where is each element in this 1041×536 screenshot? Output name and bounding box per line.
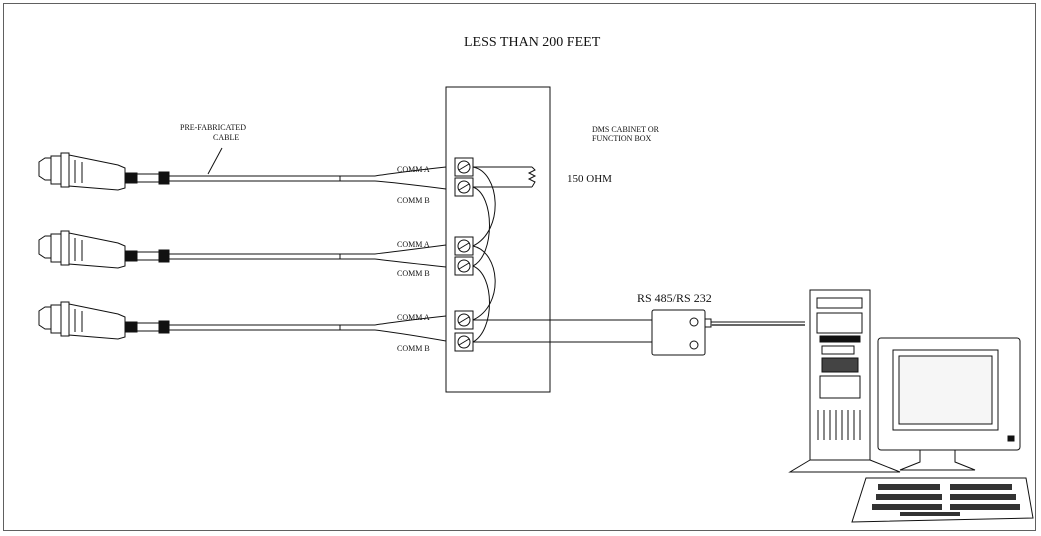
terminal-3-comm-b: COMM B xyxy=(397,344,430,353)
sensor-1 xyxy=(38,152,447,191)
resistor-label: 150 OHM xyxy=(567,173,612,185)
terminal-3-comm-a: COMM A xyxy=(397,313,430,322)
terminal-block-3 xyxy=(454,310,474,352)
computer-tower xyxy=(788,289,901,473)
resistor-150-ohm xyxy=(473,166,537,188)
computer-keyboard xyxy=(851,477,1034,523)
terminal-1-comm-a: COMM A xyxy=(397,165,430,174)
terminal-2-comm-b: COMM B xyxy=(397,269,430,278)
cabinet-label-line2: FUNCTION BOX xyxy=(592,134,652,143)
computer-monitor xyxy=(877,337,1021,471)
sensor-3 xyxy=(38,301,447,342)
terminal-1-comm-b: COMM B xyxy=(397,196,430,205)
cable-label-line2: CABLE xyxy=(213,133,239,142)
diagram-title: LESS THAN 200 FEET xyxy=(464,35,601,50)
daisy-chain-loops xyxy=(472,166,496,343)
converter-label: RS 485/RS 232 xyxy=(637,291,712,305)
cable-label-line1: PRE-FABRICATED xyxy=(180,123,246,132)
cable-leader xyxy=(207,147,223,175)
rs485-rs232-converter xyxy=(651,309,805,356)
diagram-frame xyxy=(3,3,1036,531)
sensor-2 xyxy=(38,230,447,269)
cabinet-label-line1: DMS CABINET OR xyxy=(592,125,660,134)
terminal-2-comm-a: COMM A xyxy=(397,240,430,249)
